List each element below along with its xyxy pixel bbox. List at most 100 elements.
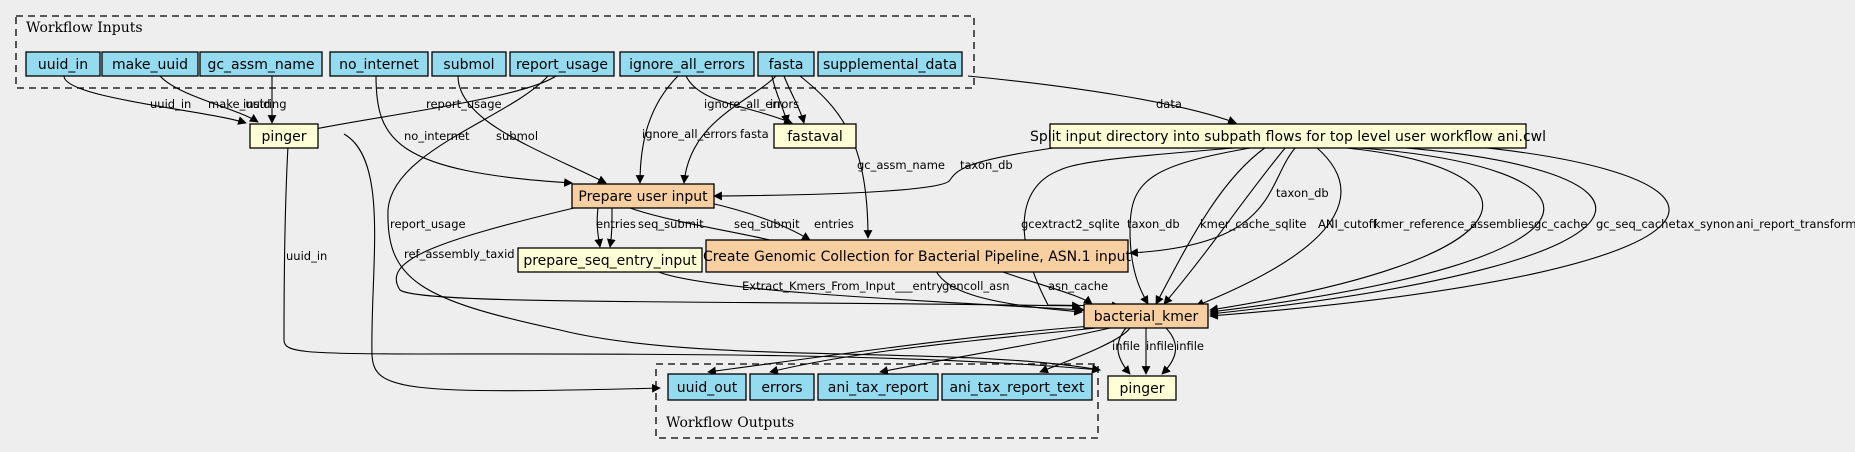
svg-text:no_internet: no_internet	[339, 57, 419, 73]
step-create-genomic-collection[interactable]: Create Genomic Collection for Bacterial …	[703, 239, 1131, 273]
edge-split-kmer-taxsynon	[1209, 144, 1597, 318]
edge-kmer-ani-tax-report	[879, 327, 1111, 375]
step-bacterial-kmer[interactable]: bacterial_kmer	[1083, 303, 1209, 329]
edge-no-internet-prepare	[375, 75, 573, 187]
input-ignore-all-errors[interactable]: ignore_all_errors	[619, 51, 755, 77]
output-uuid-out[interactable]: uuid_out	[667, 373, 747, 401]
edge-label-taxon-db-create: taxon_db	[1276, 186, 1329, 200]
step-pinger-top[interactable]: pinger	[249, 123, 319, 149]
edge-label-gencoll-asn: gencoll_asn	[942, 279, 1010, 293]
input-supplemental-data[interactable]: supplemental_data	[817, 51, 963, 77]
edge-fasta-fastaval-1	[771, 75, 790, 124]
edge-label-gc-assm-name: gc_assm_name	[857, 158, 945, 172]
input-uuid-in[interactable]: uuid_in	[25, 51, 101, 77]
edge-ignore-errors-fastaval	[685, 75, 793, 125]
step-fastaval[interactable]: fastaval	[773, 123, 857, 149]
svg-text:ani_tax_report_text: ani_tax_report_text	[949, 380, 1085, 396]
edge-label-kmer-cache-sqlite: kmer_cache_sqlite	[1200, 217, 1307, 231]
edge-report-usage-pinger-bottom	[387, 75, 1101, 373]
edge-label-gc-cache: gc_cache	[1534, 217, 1587, 231]
edge-label-instring: instring	[243, 97, 287, 111]
edge-label-submol: submol	[496, 129, 538, 143]
edge-label-gcextract2-sqlite: gcextract2_sqlite	[1021, 217, 1120, 231]
output-ani-tax-report-text[interactable]: ani_tax_report_text	[941, 373, 1093, 401]
svg-text:ignore_all_errors: ignore_all_errors	[629, 57, 745, 73]
edge-label-asn-cache: asn_cache	[1048, 279, 1108, 293]
edge-ignore-errors-prepare	[635, 75, 679, 184]
nodes: uuid_in make_uuid gc_assm_name no_intern…	[25, 51, 1546, 401]
edge-create-kmer-gencoll	[935, 270, 1083, 316]
edge-fasta-fastaval-2	[783, 75, 807, 124]
edge-label-entries-seq: entries	[596, 217, 636, 231]
edge-pinger-uuid-out	[343, 133, 661, 393]
edge-label-taxon-db-prepare: taxon_db	[960, 158, 1013, 172]
workflow-outputs-cluster: Workflow Outputs	[655, 363, 1099, 439]
svg-text:fasta: fasta	[769, 57, 804, 73]
edge-make-uuid-pinger	[159, 75, 259, 123]
svg-text:report_usage: report_usage	[516, 57, 608, 73]
edge-label-extract-kmers: Extract_Kmers_From_Input___entry	[742, 279, 943, 293]
svg-text:bacterial_kmer: bacterial_kmer	[1094, 309, 1199, 325]
svg-text:pinger: pinger	[262, 129, 307, 145]
edge-label-report-usage-bottom: report_usage	[390, 217, 466, 231]
edge-fasta-prepare	[680, 75, 777, 184]
edge-prepare-kmer-refassembly	[395, 207, 1081, 311]
edge-label-data: data	[1156, 97, 1182, 111]
svg-text:gc_assm_name: gc_assm_name	[207, 57, 314, 73]
edges	[63, 75, 1670, 393]
step-pinger-bottom[interactable]: pinger	[1107, 375, 1177, 401]
edge-split-create	[1129, 146, 1297, 257]
input-make-uuid[interactable]: make_uuid	[101, 51, 199, 77]
edge-pinger-pinger-bottom	[283, 145, 1101, 374]
edge-label-infile-1: infile	[1112, 339, 1140, 353]
edge-label-seq-submit-create: seq_submit	[734, 217, 800, 231]
edge-uuid-in-pinger	[63, 75, 247, 125]
edge-label-entries-create: entries	[814, 217, 854, 231]
edge-prepare-seqentry-seqsubmit	[606, 207, 616, 248]
workflow-inputs-title: Workflow Inputs	[26, 20, 143, 36]
svg-text:fastaval: fastaval	[787, 129, 843, 145]
input-no-internet[interactable]: no_internet	[329, 51, 429, 77]
edge-label-fasta: fasta	[740, 127, 769, 141]
edge-label-uuid-in-bottom: uuid_in	[286, 249, 327, 263]
step-split-input-directory[interactable]: Split input directory into subpath flows…	[1030, 123, 1546, 149]
edge-supplemental-split	[967, 75, 1237, 125]
input-fasta[interactable]: fasta	[757, 51, 815, 77]
edge-label-infile-2: infile	[1146, 339, 1174, 353]
step-prepare-user-input[interactable]: Prepare user input	[571, 183, 715, 209]
input-report-usage[interactable]: report_usage	[509, 51, 615, 77]
output-ani-tax-report[interactable]: ani_tax_report	[817, 373, 939, 401]
svg-text:prepare_seq_entry_input: prepare_seq_entry_input	[523, 253, 697, 269]
svg-text:ani_tax_report: ani_tax_report	[828, 380, 929, 396]
edge-prepare-seqentry-entries	[594, 207, 604, 248]
edge-label-ignore-errors-prepare: ignore_all_errors	[642, 127, 737, 141]
edge-kmer-pinger-infile-1	[1117, 327, 1131, 375]
edge-label-ignore-errors-fastaval: ignore_all_errors	[704, 97, 799, 111]
svg-text:uuid_in: uuid_in	[38, 57, 88, 73]
edge-label-kmer-ref-assemblies: kmer_reference_assemblies	[1374, 217, 1534, 231]
edge-kmer-uuid-out	[707, 325, 1093, 376]
edge-label-ref-assembly-taxid: ref_assembly_taxid	[404, 247, 515, 261]
edge-seqentry-kmer	[655, 270, 1085, 314]
workflow-outputs-title: Workflow Outputs	[666, 415, 794, 431]
svg-text:pinger: pinger	[1120, 381, 1165, 397]
edge-label-in: in	[770, 97, 780, 111]
edge-labels: uuid_in make_uuid instring report_usage …	[150, 97, 1855, 353]
svg-text:Prepare user input: Prepare user input	[578, 189, 708, 205]
edge-split-kmer-taxondb	[1129, 146, 1257, 305]
output-errors[interactable]: errors	[749, 373, 815, 401]
step-prepare-seq-entry-input[interactable]: prepare_seq_entry_input	[517, 247, 703, 273]
edge-split-kmer-anicutoff	[1163, 146, 1287, 305]
svg-text:Create Genomic Collection for: Create Genomic Collection for Bacterial …	[703, 249, 1131, 265]
edge-label-ani-cutoff: ANI_cutoff	[1318, 217, 1378, 231]
edge-label-make-uuid: make_uuid	[208, 97, 270, 111]
input-submol[interactable]: submol	[431, 51, 507, 77]
edge-split-kmer-gcseqcache	[1209, 146, 1545, 316]
edge-label-ani-report-transform: ani_report_transform	[1736, 217, 1855, 231]
edge-fasta-create	[799, 75, 873, 239]
edge-kmer-pinger-infile-3	[1161, 327, 1177, 375]
input-gc-assm-name[interactable]: gc_assm_name	[199, 51, 323, 77]
svg-text:uuid_out: uuid_out	[677, 380, 738, 396]
edge-label-report-usage-pinger: report_usage	[426, 97, 502, 111]
